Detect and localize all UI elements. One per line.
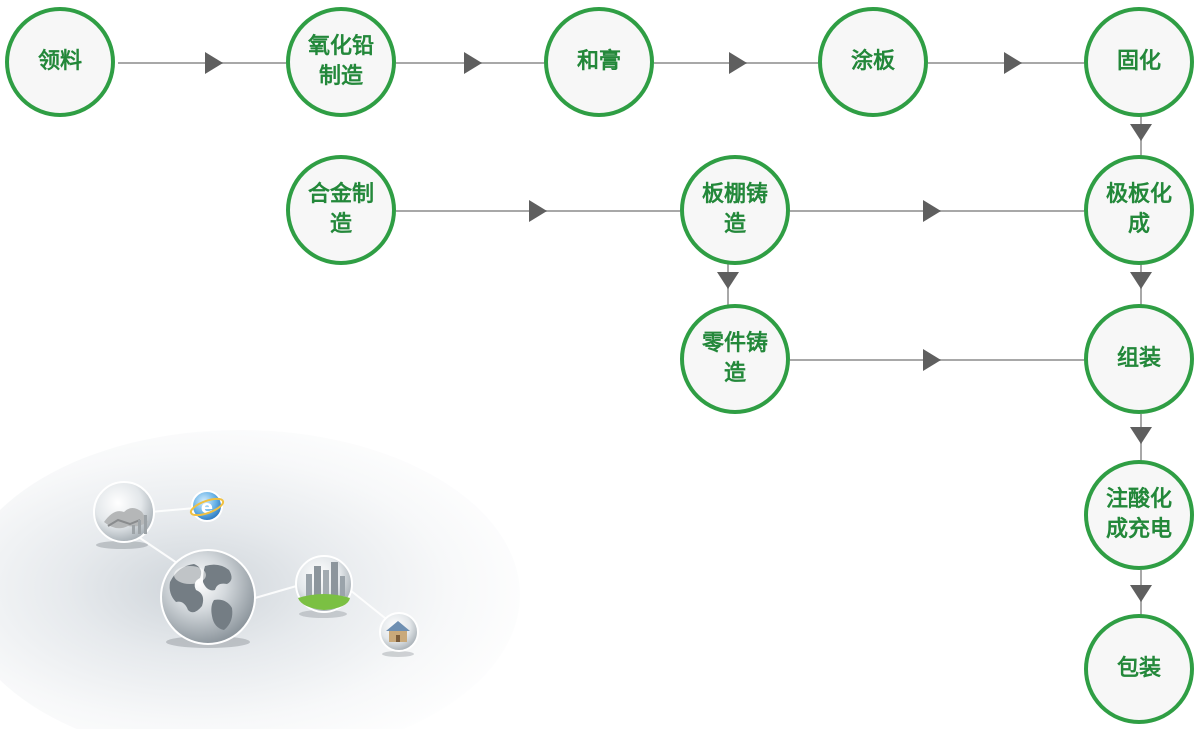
node-hegao: 和膏: [544, 7, 654, 117]
node-zhusuan: 注酸化成充电: [1084, 460, 1194, 570]
handshake-globe-icon: [93, 481, 155, 549]
arrow-right-icon: [923, 200, 941, 222]
node-label: 板棚铸造: [701, 182, 768, 237]
node-lingliao: 领料: [5, 7, 115, 117]
node-zuzhuang: 组装: [1084, 304, 1194, 414]
node-label: 领料: [37, 49, 82, 74]
node-label: 氧化铅制造: [307, 34, 374, 89]
node-hejin: 合金制造: [286, 155, 396, 265]
house-icon: [379, 612, 419, 657]
arrow-right-icon: [729, 52, 747, 74]
node-banpeng: 板棚铸造: [680, 155, 790, 265]
node-label: 零件铸造: [701, 331, 768, 386]
arrow-right-icon: [923, 349, 941, 371]
arrow-down-icon: [1130, 124, 1152, 141]
background-glow: [0, 430, 520, 729]
arrow-right-icon: [1004, 52, 1022, 74]
node-guhua: 固化: [1084, 7, 1194, 117]
node-label: 涂板: [850, 49, 895, 74]
node-label: 极板化成: [1105, 182, 1172, 237]
node-label: 组装: [1116, 346, 1161, 371]
arrow-down-icon: [1130, 272, 1152, 289]
arrow-down-icon: [1130, 585, 1152, 602]
node-lingjian: 零件铸造: [680, 304, 790, 414]
node-jibanhuacheng: 极板化成: [1084, 155, 1194, 265]
arrow-down-icon: [717, 272, 739, 289]
node-label: 和膏: [576, 49, 621, 74]
world-globe-icon: [160, 549, 256, 648]
arrow-right-icon: [464, 52, 482, 74]
node-label: 合金制造: [307, 182, 374, 237]
city-skyline-icon: [295, 555, 353, 618]
internet-explorer-icon: e: [189, 490, 225, 522]
node-tuban: 涂板: [818, 7, 928, 117]
arrow-down-icon: [1130, 427, 1152, 444]
arrow-right-icon: [529, 200, 547, 222]
arrow-right-icon: [205, 52, 223, 74]
connector-line: [118, 62, 286, 64]
node-label: 包装: [1116, 656, 1161, 681]
node-label: 注酸化成充电: [1105, 487, 1172, 542]
node-label: 固化: [1116, 49, 1161, 74]
node-yanghuaqian: 氧化铅制造: [286, 7, 396, 117]
node-baozhuang: 包装: [1084, 614, 1194, 724]
